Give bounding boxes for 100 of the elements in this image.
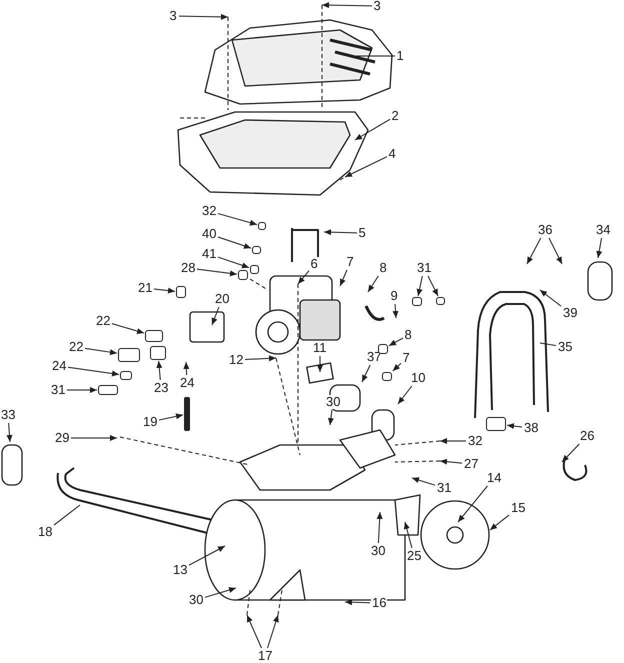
- callout-number: 33: [0, 408, 16, 422]
- leader-line: [218, 213, 258, 226]
- callout-number: 27: [463, 457, 480, 471]
- fitting: [238, 270, 248, 280]
- leader-line: [440, 458, 462, 465]
- fitting: [250, 265, 259, 274]
- leader-line: [344, 599, 370, 606]
- callout-number: 36: [537, 223, 554, 237]
- callout-number: 23: [153, 381, 170, 395]
- callout-number: 26: [579, 429, 596, 443]
- callout-number: 17: [257, 649, 274, 663]
- fitting: [176, 286, 186, 298]
- leader-line: [412, 477, 436, 486]
- leader-line: [218, 256, 250, 268]
- callout-number: 5: [358, 226, 367, 240]
- leader-line: [540, 290, 562, 307]
- leader-line: [156, 360, 162, 380]
- leader-line: [540, 342, 556, 346]
- callout-number: 1: [396, 49, 405, 63]
- leader-line: [66, 387, 98, 393]
- leader-line: [322, 2, 372, 8]
- callout-number: 24: [51, 359, 68, 373]
- callout-number: 3: [168, 9, 178, 23]
- callout-number: 30: [370, 544, 386, 558]
- fitting: [145, 330, 163, 342]
- fitting: [120, 371, 132, 380]
- callout-number: 8: [404, 328, 413, 342]
- callout-number: 12: [228, 353, 244, 367]
- leader-line: [392, 304, 399, 318]
- callout-number: 32: [201, 204, 218, 218]
- fitting: [486, 417, 506, 431]
- callout-number: 32: [467, 434, 484, 448]
- callout-number: 11: [312, 341, 328, 355]
- callout-number: 34: [595, 223, 612, 237]
- leader-line: [440, 438, 466, 444]
- callout-number: 39: [562, 306, 578, 320]
- callout-number: 40: [201, 227, 218, 241]
- leader-line: [298, 270, 310, 284]
- fitting: [436, 297, 445, 305]
- leader-line: [158, 413, 184, 421]
- leader-line: [178, 14, 228, 20]
- leader-line: [392, 362, 402, 372]
- leader-line: [344, 156, 388, 178]
- leader-line: [428, 276, 438, 296]
- leader-line: [596, 238, 602, 258]
- callout-number: 38: [523, 421, 540, 435]
- leader-line: [416, 276, 423, 296]
- fitting: [412, 297, 422, 306]
- leader-line: [324, 229, 358, 236]
- callout-number: 41: [201, 247, 218, 261]
- leader-line: [183, 362, 190, 376]
- leader-line: [388, 338, 404, 346]
- callout-number: 13: [172, 563, 188, 577]
- leader-line: [267, 614, 279, 648]
- callout-number: 6: [310, 257, 319, 271]
- callout-number: 22: [68, 340, 84, 354]
- callout-number: 30: [325, 395, 342, 409]
- leader-line: [340, 270, 348, 286]
- callout-number: 10: [410, 371, 426, 385]
- callout-number: 22: [95, 314, 112, 328]
- callout-number: 19: [142, 415, 158, 429]
- callout-number: 35: [557, 340, 574, 354]
- fitting: [98, 385, 118, 395]
- callout-number: 25: [406, 549, 422, 563]
- leader-line: [218, 236, 252, 249]
- leader-line: [244, 355, 276, 362]
- leader-line: [354, 118, 390, 140]
- leader-line: [54, 504, 80, 526]
- leader-line: [362, 364, 371, 382]
- leader-line: [328, 410, 334, 426]
- leader-line: [154, 288, 176, 294]
- leader-line: [70, 435, 118, 441]
- fitting: [382, 372, 392, 381]
- callout-number: 31: [416, 261, 432, 275]
- leader-line: [6, 422, 12, 442]
- callout-number: 7: [402, 351, 411, 365]
- leader-line: [112, 323, 144, 334]
- leader-line: [376, 512, 383, 544]
- leader-line: [368, 276, 379, 292]
- rod: [184, 397, 190, 431]
- callout-number: 8: [378, 261, 388, 275]
- leader-line: [196, 268, 238, 276]
- leader-line: [246, 614, 262, 648]
- leader-line: [212, 306, 220, 326]
- leader-line: [404, 522, 412, 548]
- callout-number: 4: [388, 147, 397, 161]
- fitting: [252, 246, 261, 254]
- callout-number: 28: [180, 261, 196, 275]
- callout-number: 2: [390, 109, 400, 123]
- callout-number: 7: [346, 255, 355, 269]
- callout-number: 3: [372, 0, 382, 13]
- leader-line: [458, 486, 488, 522]
- fitting: [150, 346, 166, 360]
- fitting: [258, 222, 266, 230]
- leader-line: [506, 423, 522, 430]
- callout-number: 9: [390, 289, 399, 303]
- leader-line: [548, 238, 562, 264]
- callout-number: 14: [486, 471, 502, 485]
- leader-line: [68, 366, 120, 376]
- leader-line: [562, 444, 580, 462]
